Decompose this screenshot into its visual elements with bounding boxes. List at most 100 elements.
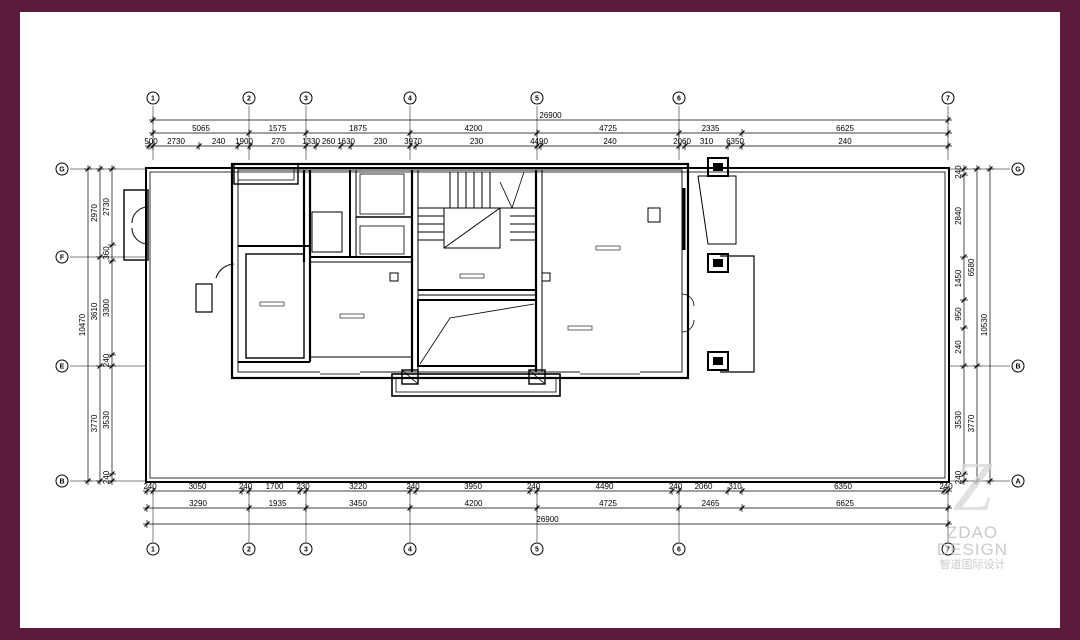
dim-top-row2-value: 240 [212,137,226,146]
dimension-tick [407,143,413,149]
dimension-tick [987,166,993,172]
dimension-tick [109,363,115,369]
dim-top-row2-value: 500 [144,137,158,146]
grid-bubble-bottom-4-label: 4 [408,547,412,554]
dimension-tick [974,478,980,484]
watermark-design: DESIGN [936,540,1009,559]
dim-right-inner-value: 240 [954,340,963,354]
dim-bottom-row1-value: 3220 [349,482,367,491]
dim-top-row2-value: 3970 [404,137,422,146]
grid-bubble-top-2-label: 2 [247,96,251,103]
dim-top-row2-value: 310 [700,137,714,146]
dim-right-outer-value: 6580 [967,258,976,276]
dim-right-inner-value: 240 [954,470,963,484]
dim-top-row2-value: 240 [838,137,852,146]
terrace-outline [145,167,950,483]
dim-bottom-row1-value: 310 [728,482,742,491]
grid-bubble-bottom-5 [530,542,544,556]
dimension-tick [109,352,115,358]
dim-top-row1-value: 1575 [269,124,287,133]
dimension-tick [725,488,731,494]
dim-top-row1-value: 5065 [192,124,210,133]
dim-bottom-row1-value: 4490 [596,482,614,491]
dimension-tick [97,254,103,260]
dim-left-outer-value: 3770 [90,414,99,432]
dim-right-inner-value: 1450 [954,269,963,287]
dim-top-row2-value: 1630 [337,137,355,146]
door-swing [131,227,149,245]
dimension-tick [725,143,731,149]
dimension-tick [338,143,344,149]
grid-bubble-left-B [55,474,69,488]
dimension-tick [97,363,103,369]
dim-top-row2-value: 2060 [673,137,691,146]
column [401,369,419,385]
dim-bottom-overall-value: 26900 [536,515,559,524]
grid-bubble-top-3-label: 3 [304,96,308,103]
dimension-tick [348,143,354,149]
grid-bubble-bottom-2 [242,542,256,556]
dimension-tick [246,130,252,136]
dim-top-row2-value: 2730 [167,137,185,146]
dimension-tick [407,488,413,494]
grid-bubble-top-5 [530,91,544,105]
dim-bottom-row1-value: 3050 [189,482,207,491]
watermark: Z ZDAO DESIGN 智道国际设计 [915,452,1030,612]
fixture [647,207,661,223]
dim-top-row1-value: 4725 [599,124,617,133]
dimension-tick [144,505,150,511]
grid-bubble-bottom-2-label: 2 [247,547,251,554]
dimension-tick [534,130,540,136]
dimension-tick [945,521,951,527]
grid-bubble-bottom-1-label: 1 [151,547,155,554]
column [707,351,729,371]
dim-bottom-row1-value: 3950 [464,482,482,491]
dim-bottom-row1-value: 240 [406,482,420,491]
dimension-tick [945,505,951,511]
dimension-tick [527,488,533,494]
fixture [389,272,399,282]
dimension-tick [150,130,156,136]
dim-bottom-row1-value: 6350 [834,482,852,491]
void-diagonal [419,303,535,365]
dim-right-outer-value: 3770 [967,414,976,432]
dimension-tick [144,521,150,527]
dim-bottom-row2-value: 1935 [269,499,287,508]
bay-window-inner [395,377,557,393]
dimension-tick [246,505,252,511]
fixture [541,272,551,282]
dim-top-row1-value: 4200 [465,124,483,133]
dim-left-inner-value: 360 [102,246,111,260]
dimension-tick [945,143,951,149]
dimension-tick [303,505,309,511]
dim-bottom-row1-value: 240 [669,482,683,491]
walls [123,157,950,483]
column [707,253,729,273]
grid-bubble-left-G-label: G [59,167,65,174]
grid-bubble-bottom-6 [672,542,686,556]
dimension-tick [303,488,309,494]
dim-top-row2-value: 260 [322,137,336,146]
dim-bottom-row2-value: 4200 [465,499,483,508]
grid-bubble-top-1-label: 1 [151,96,155,103]
dimension-tick [682,143,688,149]
dim-left-outer-value: 2970 [90,204,99,222]
dim-left-total-value: 10470 [78,313,87,336]
bay-window [391,373,561,397]
dimension-tick [196,143,202,149]
grid-bubble-left-G [55,162,69,176]
grid-bubble-top-4-label: 4 [408,96,412,103]
dimension-tick [247,143,253,149]
dim-bottom-row1-value: 2060 [695,482,713,491]
dim-top-row2-value: 230 [470,137,484,146]
column-core [713,259,723,267]
dimension-tick [945,130,951,136]
watermark-logo: Z [953,449,992,526]
dim-top-row2-value: 6350 [726,137,744,146]
dim-top-row1-value: 2335 [702,124,720,133]
grid-bubble-right-A [1011,474,1025,488]
dimension-tick [97,166,103,172]
dimension-tick [974,166,980,172]
grid-bubble-bottom-6-label: 6 [677,547,681,554]
